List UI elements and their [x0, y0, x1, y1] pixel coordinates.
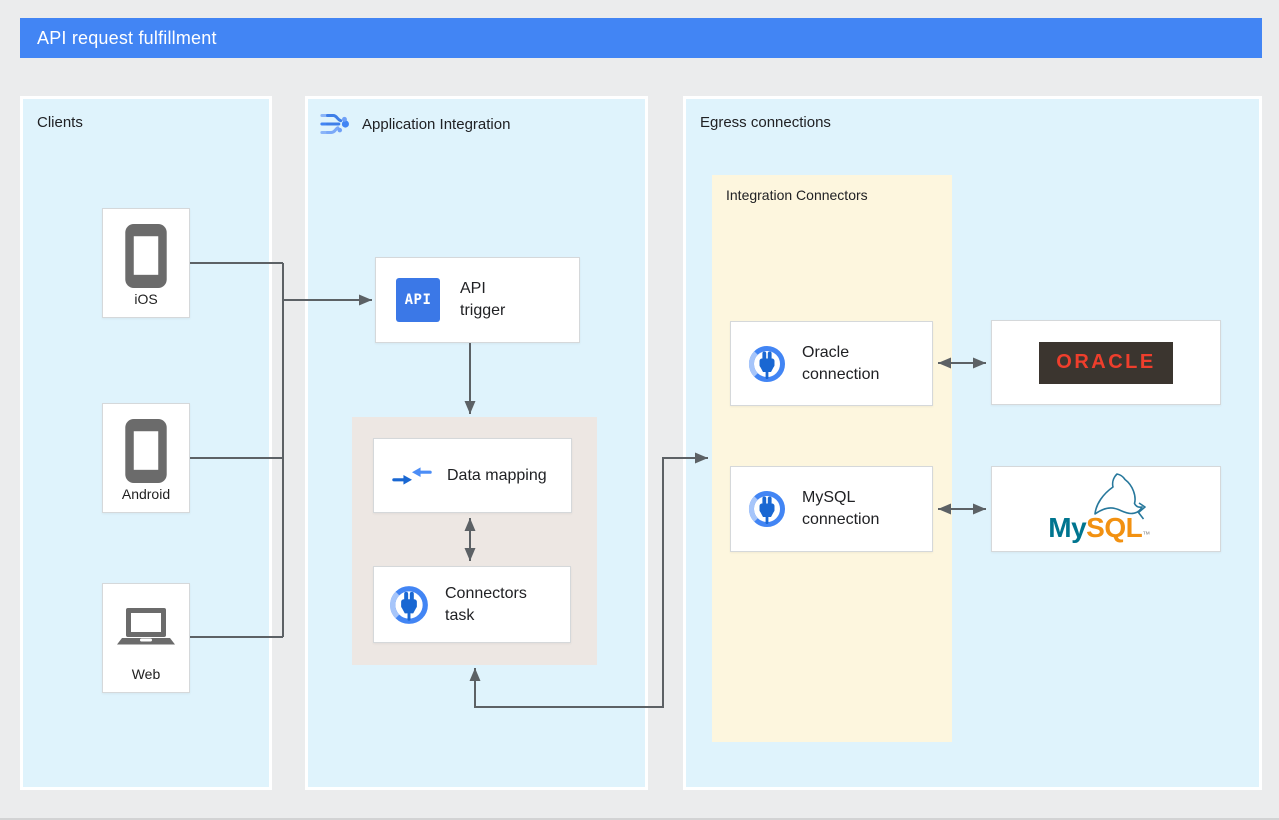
mysql-connection-card: MySQL connection	[730, 466, 933, 552]
connectors-task-card: Connectors task	[373, 566, 571, 643]
integration-connectors-icon	[747, 489, 787, 529]
mysql-logo: MySQL™	[1026, 469, 1186, 549]
smartphone-icon	[125, 419, 167, 483]
web-label: Web	[131, 666, 161, 682]
mysql-logo-sql: SQL	[1086, 512, 1143, 543]
dolphin-icon	[1088, 471, 1150, 521]
ios-card: iOS	[102, 208, 190, 318]
application-integration-label: Application Integration	[362, 115, 511, 133]
connectors-task-label: Connectors task	[445, 584, 527, 624]
oracle-db-card: ORACLE	[991, 320, 1221, 405]
api-icon: API	[396, 278, 440, 322]
mysql-trademark: ™	[1142, 530, 1150, 539]
oracle-connection-card: Oracle connection	[730, 321, 933, 406]
web-card: Web	[102, 583, 190, 693]
ios-label: iOS	[134, 291, 158, 307]
oracle-connection-label: Oracle connection	[802, 343, 880, 383]
mysql-connection-label: MySQL connection	[802, 489, 880, 528]
android-card: Android	[102, 403, 190, 513]
data-mapping-icon	[392, 463, 432, 489]
api-trigger-card: API API trigger	[375, 257, 580, 343]
egress-panel-label: Egress connections	[700, 114, 831, 131]
integration-connectors-icon	[388, 584, 430, 626]
oracle-logo-text: ORACLE	[1056, 351, 1156, 373]
mysql-db-card: MySQL™	[991, 466, 1221, 552]
data-mapping-label: Data mapping	[447, 466, 547, 484]
application-integration-icon	[320, 108, 352, 140]
api-trigger-label: API trigger	[460, 280, 506, 319]
data-mapping-card: Data mapping	[373, 438, 572, 513]
oracle-logo: ORACLE	[1039, 341, 1173, 384]
mysql-logo-my: My	[1048, 512, 1087, 543]
integration-connectors-panel: Integration Connectors	[712, 175, 952, 742]
diagram-title: API request fulfillment	[37, 28, 217, 48]
integration-connectors-label: Integration Connectors	[726, 187, 868, 203]
integration-connectors-icon	[747, 344, 787, 384]
smartphone-icon	[125, 224, 167, 288]
android-label: Android	[121, 486, 171, 502]
clients-panel-label: Clients	[37, 114, 83, 131]
laptop-icon	[117, 608, 175, 648]
diagram-title-bar: API request fulfillment	[20, 18, 1262, 58]
